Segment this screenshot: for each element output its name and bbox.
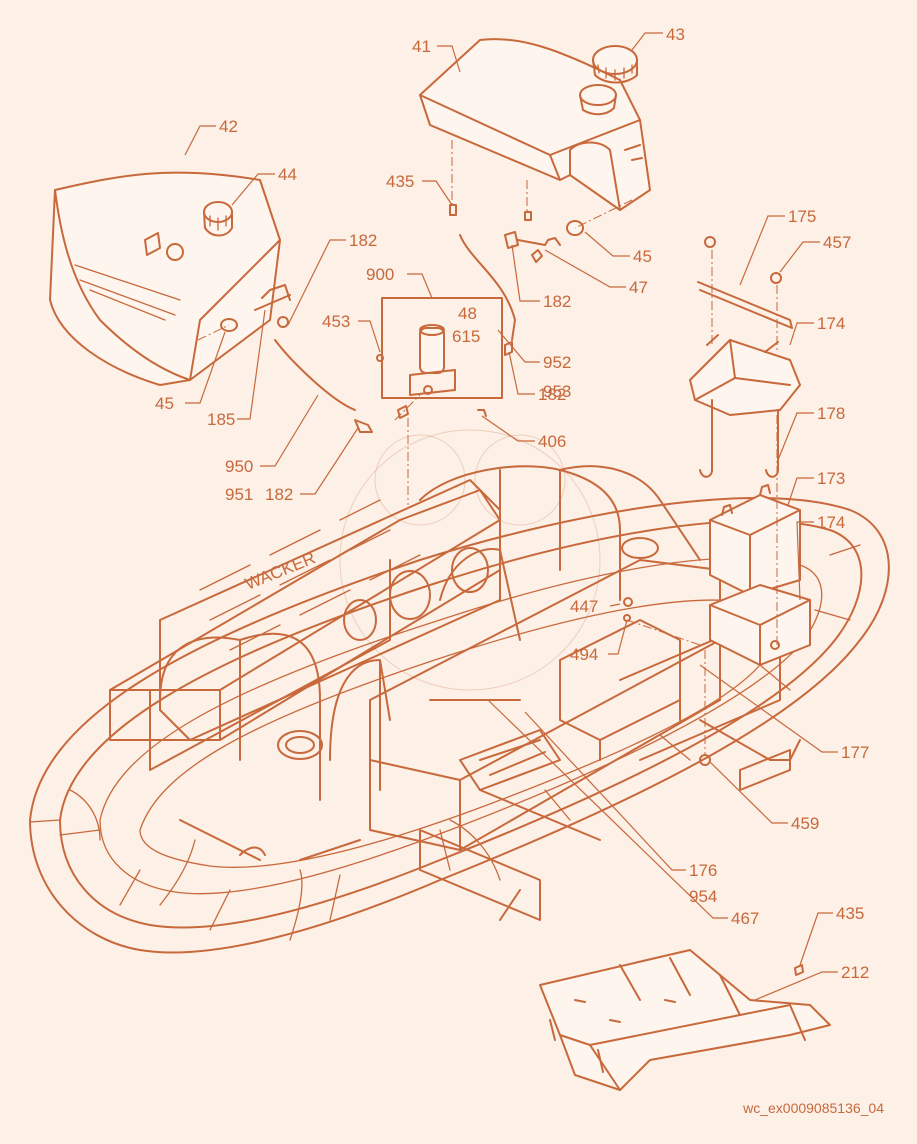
callout-41: 41	[412, 37, 431, 56]
image-reference-code: wc_ex0009085136_04	[742, 1100, 884, 1116]
callout-494: 494	[570, 645, 598, 664]
fuel-cap-44	[203, 201, 233, 237]
callout-173: 173	[817, 469, 845, 488]
fuel-cap-43	[592, 45, 638, 84]
callout-212: 212	[841, 963, 869, 982]
callout-178: 178	[817, 404, 845, 423]
callout-45-tank41: 45	[633, 247, 652, 266]
filter-assembly-900	[376, 234, 516, 419]
callout-labels: 41 43 42 44 435 182 45 900 47 182 48 453…	[155, 25, 869, 982]
callout-42: 42	[219, 117, 238, 136]
callout-900: 900	[366, 265, 394, 284]
callout-953: 953	[543, 382, 571, 401]
assembly-centerlines	[197, 140, 778, 755]
callout-459: 459	[791, 814, 819, 833]
callout-406: 406	[538, 432, 566, 451]
callout-435-top: 435	[386, 172, 414, 191]
callout-950: 950	[225, 457, 253, 476]
fuel-tank-41	[419, 38, 651, 211]
callout-185: 185	[207, 410, 235, 429]
callout-47: 47	[629, 278, 648, 297]
callout-182-elbow: 182	[543, 292, 571, 311]
callout-48: 48	[458, 304, 477, 323]
watermark-logo	[339, 429, 601, 691]
fuel-fittings-left	[220, 284, 373, 433]
callout-447: 447	[570, 597, 598, 616]
trowel-frame: WACKER	[29, 465, 890, 954]
callout-435-bottom: 435	[836, 904, 864, 923]
callout-176: 176	[689, 861, 717, 880]
callout-615: 615	[452, 327, 480, 346]
fuel-tank-42	[49, 171, 281, 386]
callout-44: 44	[278, 165, 297, 184]
callout-174-top: 174	[817, 314, 845, 333]
fuel-fittings-right	[449, 204, 584, 263]
callout-467: 467	[731, 909, 759, 928]
callout-951: 951	[225, 485, 253, 504]
callout-177: 177	[841, 743, 869, 762]
callout-45-tank42: 45	[155, 394, 174, 413]
callout-952: 952	[543, 353, 571, 372]
callout-182-hose: 182	[349, 231, 377, 250]
callout-954: 954	[689, 887, 717, 906]
callout-182-filter: 182	[538, 385, 566, 404]
callout-175: 175	[788, 207, 816, 226]
callout-43: 43	[666, 25, 685, 44]
leader-lines	[184, 32, 838, 1001]
skid-plate-212	[539, 949, 831, 1091]
callout-453: 453	[322, 312, 350, 331]
callout-182-line: 182	[265, 485, 293, 504]
callout-457: 457	[823, 233, 851, 252]
callout-174-bottom: 174	[817, 513, 845, 532]
battery-assembly	[623, 236, 811, 766]
